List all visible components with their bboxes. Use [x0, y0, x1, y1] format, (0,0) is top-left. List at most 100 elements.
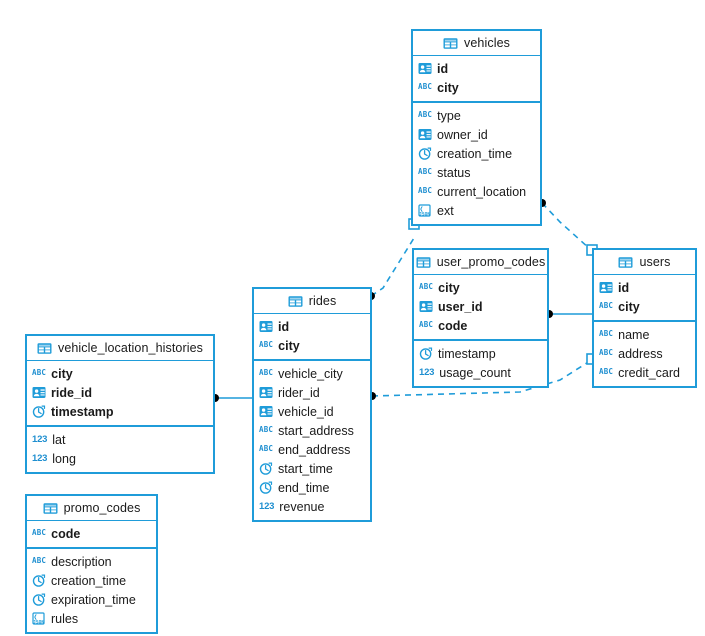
field-row-code[interactable]: ABC code: [414, 316, 547, 335]
table-grid-icon: [443, 37, 458, 50]
entity-title: vehicles: [464, 36, 510, 50]
field-label: creation_time: [51, 573, 127, 588]
field-row-timestamp[interactable]: timestamp: [27, 402, 213, 421]
id-card-icon: [259, 320, 273, 333]
field-row-id[interactable]: id: [413, 59, 540, 78]
table-grid-icon: [288, 295, 303, 308]
123-number-icon: 123: [32, 434, 48, 445]
field-row-ext[interactable]: JSON ext: [413, 201, 540, 220]
abc-string-icon: ABC: [419, 320, 434, 329]
table-grid-icon: [37, 342, 52, 355]
field-label: user_id: [438, 299, 483, 314]
abc-string-icon: ABC: [32, 368, 47, 377]
field-label: rules: [51, 611, 79, 626]
id-card-icon: [418, 128, 432, 141]
relationship-line: [370, 237, 415, 297]
field-label: code: [51, 526, 81, 541]
entity-title: promo_codes: [63, 501, 141, 515]
clock-icon: [32, 405, 46, 418]
json-icon: JSON: [32, 612, 46, 625]
field-label: rider_id: [278, 385, 320, 400]
field-row-start_address[interactable]: ABC start_address: [254, 421, 370, 440]
relationship-vehicles-users[interactable]: [538, 199, 598, 256]
field-row-end_time[interactable]: end_time: [254, 478, 370, 497]
field-row-id[interactable]: id: [254, 317, 370, 336]
field-label: id: [437, 61, 449, 76]
field-row-vehicle_id[interactable]: vehicle_id: [254, 402, 370, 421]
field-label: city: [437, 80, 459, 95]
field-row-timestamp[interactable]: timestamp: [414, 344, 547, 363]
field-row-creation_time[interactable]: creation_time: [413, 144, 540, 163]
field-label: city: [278, 338, 300, 353]
field-row-owner_id[interactable]: owner_id: [413, 125, 540, 144]
field-row-rules[interactable]: JSON rules: [27, 609, 156, 628]
field-label: address: [618, 346, 663, 361]
field-row-user_id[interactable]: user_id: [414, 297, 547, 316]
field-label: code: [438, 318, 468, 333]
relationship-user_promo_codes-users[interactable]: [545, 310, 592, 318]
field-row-start_time[interactable]: start_time: [254, 459, 370, 478]
field-row-creation_time[interactable]: creation_time: [27, 571, 156, 590]
field-label: city: [438, 280, 460, 295]
id-card-icon: [32, 386, 46, 399]
abc-string-icon: ABC: [599, 329, 614, 338]
entity-header-rides[interactable]: rides: [254, 289, 370, 314]
entity-header-vehicle_location_histories[interactable]: vehicle_location_histories: [27, 336, 213, 361]
table-grid-icon: [416, 256, 431, 269]
entity-title: user_promo_codes: [436, 255, 546, 269]
svg-text:JSON: JSON: [419, 212, 430, 217]
field-label: credit_card: [618, 365, 680, 380]
abc-string-icon: ABC: [418, 186, 433, 195]
123-number-icon: 123: [419, 367, 435, 378]
clock-icon: [259, 481, 273, 494]
field-row-id[interactable]: id: [594, 278, 695, 297]
relationship-vlh-rides[interactable]: [211, 394, 252, 402]
id-card-icon: [259, 405, 273, 418]
123-number-icon: 123: [259, 501, 275, 512]
entity-header-users[interactable]: users: [594, 250, 695, 275]
field-label: start_address: [278, 423, 354, 438]
entity-header-vehicles[interactable]: vehicles: [413, 31, 540, 56]
field-label: vehicle_id: [278, 404, 334, 419]
entity-header-promo_codes[interactable]: promo_codes: [27, 496, 156, 521]
entity-header-user_promo_codes[interactable]: user_promo_codes: [414, 250, 547, 275]
field-label: description: [51, 554, 112, 569]
field-row-expiration_time[interactable]: expiration_time: [27, 590, 156, 609]
field-row-ride_id[interactable]: ride_id: [27, 383, 213, 402]
field-row-rider_id[interactable]: rider_id: [254, 383, 370, 402]
abc-string-icon: ABC: [259, 425, 274, 434]
entity-title: rides: [308, 294, 337, 308]
field-label: ext: [437, 203, 454, 218]
